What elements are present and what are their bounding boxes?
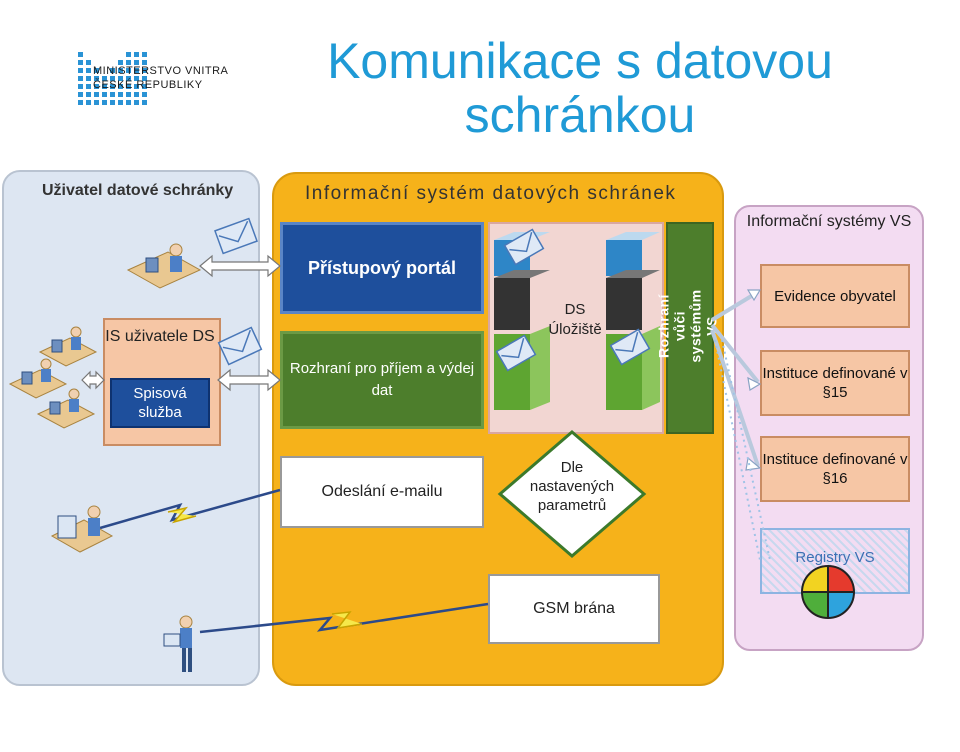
registry-pie-icon <box>801 565 855 619</box>
user-at-desk-icon <box>126 243 202 289</box>
filing-service-box: Spisová služba <box>110 378 210 428</box>
portal-box: Přístupový portál <box>280 222 484 314</box>
lightning-email <box>99 488 281 530</box>
email-box: Odeslání e-mailu <box>280 456 484 528</box>
data-interface-box: Rozhraní pro příjem a výdej dat <box>280 331 484 429</box>
user-at-desk-icon <box>8 358 68 399</box>
ministry-name: MINISTERSTVO VNITRA ČESKÉ REPUBLIKY <box>93 64 228 92</box>
envelope-icon <box>609 328 651 366</box>
vs-item-evidence: Evidence obyvatel <box>760 264 910 328</box>
user-is-label: IS uživatele DS <box>105 328 215 345</box>
lightning-gsm <box>199 602 489 634</box>
double-arrow-is <box>81 370 105 390</box>
user-at-desk-icon <box>50 505 114 553</box>
ministry-line1: MINISTERSTVO VNITRA <box>93 65 229 77</box>
vs-item-par16: Instituce definované v §16 <box>760 436 910 502</box>
title-line2: schránkou <box>464 87 696 143</box>
vs-arrowheads <box>745 289 762 471</box>
mobile-user-icon <box>163 615 193 672</box>
decision-label: Dle nastavených parametrů <box>529 459 615 514</box>
vs-arrows <box>710 290 760 467</box>
dotted-lines <box>714 339 771 561</box>
registry-label: Registry VS <box>795 549 875 566</box>
title-line1: Komunikace s datovou <box>327 33 833 89</box>
double-arrow-interface <box>217 368 281 392</box>
envelope-icon <box>503 228 545 266</box>
page-title: Komunikace s datovou schránkou <box>240 34 920 142</box>
vs-panel-title: Informační systémy VS <box>746 213 912 230</box>
double-arrow-portal <box>199 254 281 278</box>
ministry-line2: ČESKÉ REPUBLIKY <box>93 79 203 91</box>
user-at-desk-icon <box>38 326 98 367</box>
envelope-icon <box>495 334 537 372</box>
envelope-icon <box>217 326 263 366</box>
vs-item-par15: Instituce definované v §15 <box>760 350 910 416</box>
storage-label: DS Úložiště <box>548 301 602 338</box>
ministry-logo <box>78 52 147 105</box>
user-panel-title: Uživatel datové schránky <box>42 182 234 199</box>
envelope-icon <box>214 217 258 255</box>
user-at-desk-icon <box>36 388 96 429</box>
isds-panel-title: Informační systém datových schránek <box>305 183 677 204</box>
gsm-gateway-box: GSM brána <box>488 574 660 644</box>
